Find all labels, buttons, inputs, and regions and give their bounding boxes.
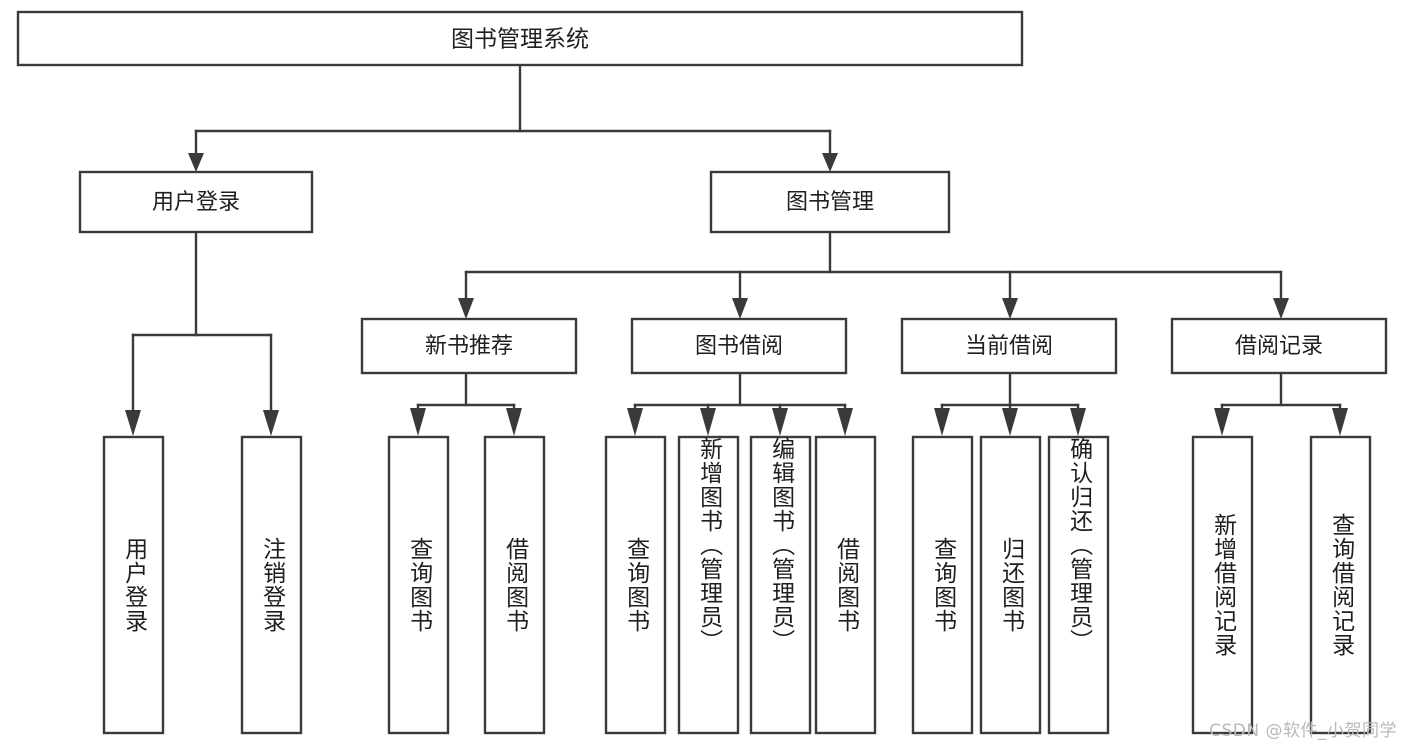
leaf-box-bb-query-book[interactable] xyxy=(604,435,667,735)
node-current-borrow-label: 当前借阅 xyxy=(965,334,1053,359)
node-root-system-label: 图书管理系统 xyxy=(451,27,589,53)
arrow-leaf-bb-add-book xyxy=(700,408,716,436)
node-user-login[interactable]: 用户登录 xyxy=(78,170,314,234)
arrow-leaf-bb-edit-book xyxy=(772,408,788,436)
node-current-borrow[interactable]: 当前借阅 xyxy=(900,317,1118,375)
leaf-box-br-query-record[interactable] xyxy=(1309,435,1372,735)
node-user-login-label: 用户登录 xyxy=(152,190,240,215)
leaf-box-bb-borrow-book[interactable] xyxy=(814,435,877,735)
node-root-system-box[interactable] xyxy=(16,10,1024,67)
node-current-borrow-box[interactable] xyxy=(900,317,1118,375)
connectors-new-book-to-leaves xyxy=(410,371,522,436)
node-book-manage-label: 图书管理 xyxy=(786,190,874,215)
node-root-system[interactable]: 图书管理系统 xyxy=(16,10,1024,67)
leaf-box-br-add-record[interactable] xyxy=(1191,435,1254,735)
node-user-login-box[interactable] xyxy=(78,170,314,234)
arrow-to-book-manage xyxy=(822,153,838,172)
leaf-box-bb-edit-book[interactable] xyxy=(749,435,812,735)
leaf-boxes-book-borrow xyxy=(604,435,877,735)
leaf-box-nb-query-book[interactable] xyxy=(387,435,450,735)
arrow-to-borrow-record xyxy=(1273,298,1289,319)
node-book-borrow-box[interactable] xyxy=(630,317,848,375)
leaf-box-bb-add-book[interactable] xyxy=(677,435,740,735)
arrow-to-user-login xyxy=(188,153,204,172)
connectors-borrow-record-to-leaves xyxy=(1214,371,1348,436)
leaf-boxes-current-borrow xyxy=(911,435,1110,735)
arrow-leaf-br-add-record xyxy=(1214,408,1230,436)
leaf-box-user-login[interactable] xyxy=(102,435,165,735)
node-book-manage[interactable]: 图书管理 xyxy=(709,170,951,234)
connectors-user-login-to-leaves xyxy=(125,230,279,436)
arrow-to-new-book-recommend xyxy=(458,298,474,319)
leaf-box-cb-confirm-return[interactable] xyxy=(1047,435,1110,735)
arrow-leaf-cb-query-book xyxy=(934,408,950,436)
arrow-leaf-nb-query-book xyxy=(410,408,426,436)
arrow-to-current-borrow xyxy=(1002,298,1018,319)
node-borrow-record-box[interactable] xyxy=(1170,317,1388,375)
arrow-leaf-bb-borrow-book xyxy=(837,408,853,436)
node-new-book-recommend-box[interactable] xyxy=(360,317,578,375)
arrow-leaf-logout xyxy=(263,410,279,436)
arrow-leaf-cb-confirm-return xyxy=(1070,408,1086,436)
node-book-manage-box[interactable] xyxy=(709,170,951,234)
arrow-leaf-bb-query-book xyxy=(627,408,643,436)
leaf-box-logout[interactable] xyxy=(240,435,303,735)
leaf-box-cb-return-book[interactable] xyxy=(979,435,1042,735)
node-book-borrow[interactable]: 图书借阅 xyxy=(630,317,848,375)
arrow-leaf-nb-borrow-book xyxy=(506,408,522,436)
node-new-book-recommend[interactable]: 新书推荐 xyxy=(360,317,578,375)
arrow-leaf-br-query-record xyxy=(1332,408,1348,436)
leaf-box-cb-query-book[interactable] xyxy=(911,435,974,735)
connectors-root-to-level2 xyxy=(188,63,838,172)
leaf-boxes-new-book-recommend xyxy=(387,435,546,735)
node-borrow-record-label: 借阅记录 xyxy=(1235,334,1323,359)
arrow-leaf-user-login xyxy=(125,410,141,436)
connectors-current-borrow-to-leaves xyxy=(934,371,1086,436)
arrow-leaf-cb-return-book xyxy=(1002,408,1018,436)
csdn-watermark: CSDN @软件_小贺同学 xyxy=(1209,721,1397,741)
leaf-box-nb-borrow-book[interactable] xyxy=(483,435,546,735)
leaf-boxes-user-login xyxy=(102,435,303,735)
leaf-boxes-borrow-record xyxy=(1191,435,1372,735)
node-book-borrow-label: 图书借阅 xyxy=(695,334,783,359)
arrow-to-book-borrow xyxy=(732,298,748,319)
connectors-book-manage-to-level3 xyxy=(458,230,1289,319)
node-new-book-recommend-label: 新书推荐 xyxy=(425,334,513,359)
node-borrow-record[interactable]: 借阅记录 xyxy=(1170,317,1388,375)
connectors-book-borrow-to-leaves xyxy=(627,371,853,436)
